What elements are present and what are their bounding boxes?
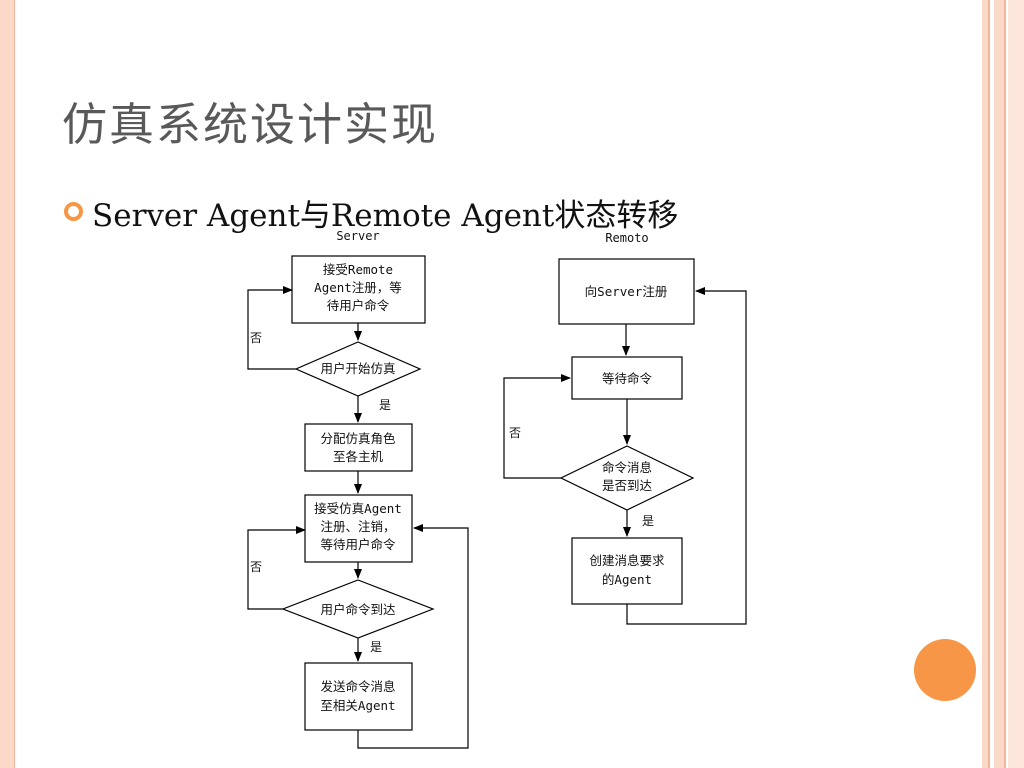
decorative-orange-circle xyxy=(914,639,976,701)
server-start-decision-text: 用户开始仿真 xyxy=(320,361,395,376)
server-no-label-2: 否 xyxy=(250,560,262,574)
remote-create-box xyxy=(571,537,683,605)
server-accept-line1: 接受仿真Agent xyxy=(314,501,402,516)
server-heading: Server xyxy=(336,229,379,243)
right-decorative-stripes xyxy=(982,0,1024,768)
server-register-line3: 待用户命令 xyxy=(327,298,390,313)
slide-title: 仿真系统设计实现 xyxy=(62,98,439,151)
remote-arrive-line2: 是否到达 xyxy=(602,478,653,493)
remote-wait-text: 等待命令 xyxy=(602,371,653,386)
remote-create-line2: 的Agent xyxy=(602,572,652,587)
server-accept-line2: 注册、注销， xyxy=(320,519,395,534)
server-yes-label-1: 是 xyxy=(379,398,391,412)
server-assign-line1: 分配仿真角色 xyxy=(320,431,396,446)
remote-heading: Remoto xyxy=(605,231,648,245)
server-send-line2: 至相关Agent xyxy=(320,698,395,713)
remote-register-text: 向Server注册 xyxy=(585,284,668,299)
server-register-line1: 接受Remote xyxy=(323,262,393,277)
remote-create-line1: 创建消息要求 xyxy=(589,553,665,568)
remote-arrive-line1: 命令消息 xyxy=(602,460,652,475)
server-accept-line3: 等待用户命令 xyxy=(320,537,396,552)
server-command-decision-text: 用户命令到达 xyxy=(320,602,396,617)
remote-no-label: 否 xyxy=(509,426,521,440)
server-assign-line2: 至各主机 xyxy=(333,449,384,464)
remote-yes-label: 是 xyxy=(642,514,654,528)
bullet-circle-icon xyxy=(64,202,83,221)
bullet-text: Server Agent与Remote Agent状态转移 xyxy=(92,198,679,234)
server-no-label-1: 否 xyxy=(250,331,262,345)
server-send-line1: 发送命令消息 xyxy=(320,679,395,694)
server-yes-label-2: 是 xyxy=(370,640,382,654)
left-decorative-stripe xyxy=(0,0,15,768)
server-register-line2: Agent注册，等 xyxy=(314,280,402,295)
server-send-box xyxy=(304,662,413,731)
